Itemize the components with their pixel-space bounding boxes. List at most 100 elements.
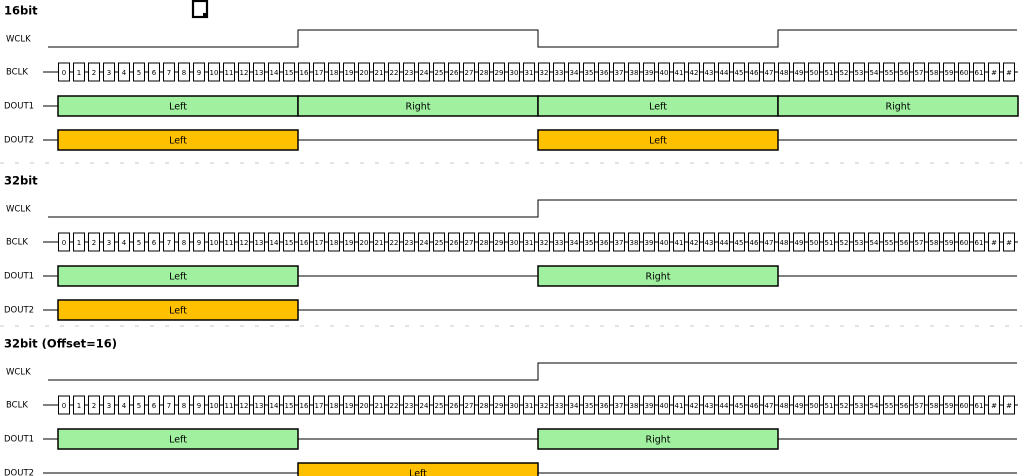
bclk-bit-label: 3 — [107, 69, 111, 77]
bclk-bit-label: 13 — [255, 239, 264, 247]
bclk-bit-label: 47 — [765, 402, 774, 410]
bclk-bit-label: 40 — [660, 69, 669, 77]
bclk-bit-label: 28 — [480, 69, 489, 77]
bclk-bit-label: 57 — [915, 69, 924, 77]
bclk-bit-label: 39 — [645, 69, 654, 77]
bclk-bit-label: 53 — [855, 402, 864, 410]
bclk-bit-label: 47 — [765, 69, 774, 77]
bclk-bit-label: 16 — [300, 402, 309, 410]
bclk-bit-label: 49 — [795, 402, 804, 410]
bclk-bit-label: 18 — [330, 69, 339, 77]
dout1-label: DOUT1 — [4, 272, 34, 282]
bclk-bit-label: # — [1006, 402, 1012, 410]
bclk-bit-label: # — [991, 402, 997, 410]
bclk-bit-label: 35 — [585, 239, 594, 247]
bclk-bit-label: 49 — [795, 239, 804, 247]
bclk-bit-label: 33 — [555, 402, 564, 410]
bclk-bit-label: 31 — [525, 239, 534, 247]
bclk-bit-label: 59 — [945, 402, 954, 410]
bclk-bit-label: 15 — [285, 69, 294, 77]
bclk-bit-label: 12 — [240, 239, 249, 247]
bclk-bit-label: 6 — [152, 239, 157, 247]
bclk-bit-label: 1 — [77, 402, 81, 410]
dout2-segment-label: Left — [169, 306, 187, 317]
bclk-bit-label: 26 — [450, 69, 459, 77]
dout1-segment-label: Left — [649, 102, 667, 113]
dout1-segment-label: Right — [405, 102, 430, 113]
bclk-bit-label: 13 — [255, 402, 264, 410]
bclk-bit-label: 10 — [210, 239, 219, 247]
bclk-bit-label: 36 — [600, 239, 609, 247]
bclk-bit-label: 42 — [690, 239, 699, 247]
bclk-bit-label: 19 — [345, 69, 354, 77]
dout1-segment-label: Left — [169, 272, 187, 283]
bclk-bit-label: 54 — [870, 69, 879, 77]
dout1-segment-label: Left — [169, 102, 187, 113]
bclk-bit-label: 55 — [885, 239, 894, 247]
bclk-bit-label: 21 — [375, 402, 384, 410]
bclk-bit-label: 60 — [960, 239, 969, 247]
bclk-bit-label: 2 — [92, 69, 96, 77]
bclk-bit-label: 39 — [645, 239, 654, 247]
bclk-bit-label: 24 — [420, 69, 429, 77]
bclk-bit-label: 37 — [615, 69, 624, 77]
bclk-bit-label: 7 — [167, 402, 171, 410]
wclk-label: WCLK — [6, 368, 31, 378]
bclk-bit-label: 25 — [435, 402, 444, 410]
bclk-bit-label: 51 — [825, 402, 834, 410]
bclk-bit-label: 14 — [270, 402, 279, 410]
bclk-bit-label: 8 — [182, 239, 186, 247]
bclk-bit-label: 31 — [525, 69, 534, 77]
bclk-bit-label: 16 — [300, 69, 309, 77]
bclk-bit-label: 22 — [390, 239, 399, 247]
dout1-label: DOUT1 — [4, 435, 34, 445]
bclk-bit-label: 29 — [495, 402, 504, 410]
dout2-label: DOUT2 — [4, 306, 34, 316]
bclk-bit-label: 29 — [495, 69, 504, 77]
bclk-bit-label: 27 — [465, 239, 474, 247]
bclk-bit-label: 44 — [720, 402, 729, 410]
bclk-bit-label: 50 — [810, 402, 819, 410]
bclk-bit-label: 46 — [750, 239, 759, 247]
bclk-bit-label: 10 — [210, 402, 219, 410]
bclk-bit-label: 19 — [345, 239, 354, 247]
bclk-bit-label: 50 — [810, 69, 819, 77]
bclk-bit-label: 37 — [615, 239, 624, 247]
bclk-bit-label: 56 — [900, 402, 909, 410]
bclk-bit-label: 28 — [480, 239, 489, 247]
bclk-bit-label: 54 — [870, 402, 879, 410]
bclk-bit-label: 57 — [915, 402, 924, 410]
dout2-segment-label: Left — [409, 469, 427, 476]
bclk-bit-label: 30 — [510, 69, 519, 77]
bclk-bit-label: 7 — [167, 239, 171, 247]
bclk-bit-label: 8 — [182, 402, 186, 410]
bclk-bit-label: 60 — [960, 402, 969, 410]
bclk-bit-label: 33 — [555, 69, 564, 77]
bclk-bit-label: 8 — [182, 69, 186, 77]
dout2-label: DOUT2 — [4, 469, 34, 476]
bclk-bit-label: 32 — [540, 402, 549, 410]
bclk-bit-label: 61 — [975, 69, 984, 77]
bclk-bit-label: 11 — [225, 69, 234, 77]
bclk-bit-label: # — [991, 69, 997, 77]
bclk-bit-label: 48 — [780, 69, 789, 77]
bclk-bit-label: 52 — [840, 239, 849, 247]
bclk-bit-label: 11 — [225, 402, 234, 410]
bclk-bit-label: 35 — [585, 69, 594, 77]
bclk-bit-label: 23 — [405, 402, 414, 410]
bclk-bit-label: 4 — [122, 402, 127, 410]
bclk-bit-label: 59 — [945, 239, 954, 247]
bclk-bit-label: 35 — [585, 402, 594, 410]
bclk-bit-label: 34 — [570, 69, 579, 77]
dout1-segment-right — [537, 428, 779, 450]
bclk-bit-label: 19 — [345, 402, 354, 410]
bclk-bit-label: 4 — [122, 69, 127, 77]
dout2-segment-label: Left — [169, 136, 187, 147]
bclk-bit-label: 53 — [855, 239, 864, 247]
bclk-bit-label: 34 — [570, 402, 579, 410]
bclk-bit-label: 16 — [300, 239, 309, 247]
bclk-bit-label: 20 — [360, 402, 369, 410]
bclk-bit-label: 44 — [720, 69, 729, 77]
section-title: 32bit (Offset=16) — [4, 337, 117, 351]
bclk-bit-label: 12 — [240, 69, 249, 77]
